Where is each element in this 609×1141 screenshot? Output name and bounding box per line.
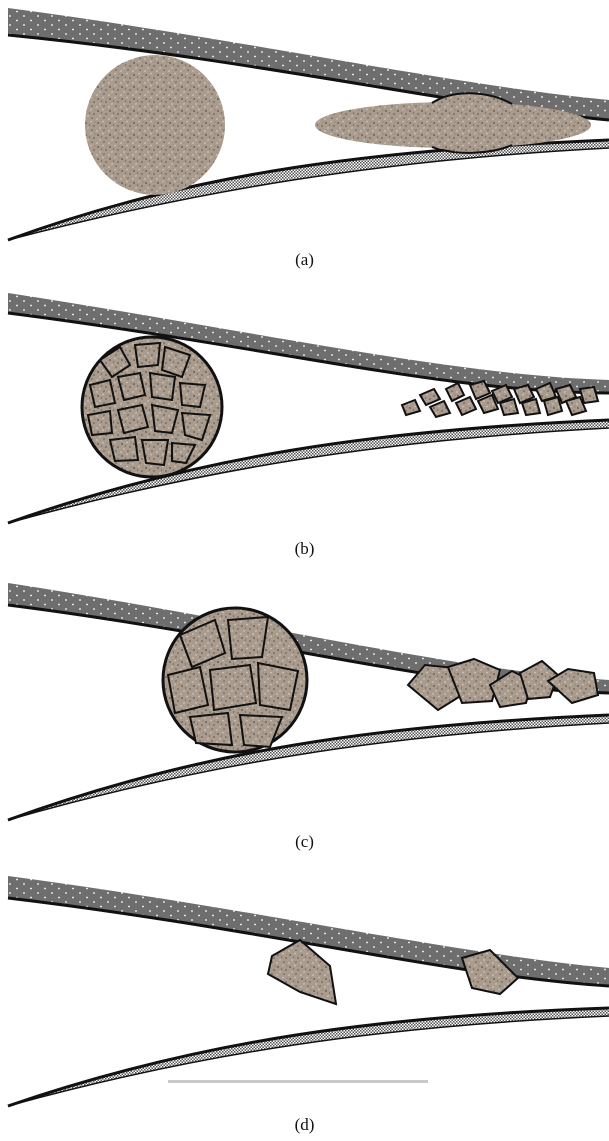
fragmented-particle (163, 608, 307, 752)
lower-roller-edge (8, 715, 609, 820)
feed-particle (85, 55, 225, 195)
panel-a-diagram (0, 0, 609, 245)
lower-roller-shell (8, 715, 609, 820)
lower-roller-edge (8, 1008, 609, 1106)
lower-roller-shell (8, 1008, 609, 1106)
fragmented-particle (82, 337, 222, 477)
caption-c: (c) (0, 832, 609, 852)
panel-d-diagram (0, 868, 609, 1108)
coarse-fragments (408, 659, 598, 710)
panel-c-diagram (0, 575, 609, 830)
panel-b-diagram (0, 285, 609, 530)
caption-b: (b) (0, 539, 609, 559)
caption-d: (d) (0, 1115, 609, 1135)
caption-a: (a) (0, 250, 609, 270)
